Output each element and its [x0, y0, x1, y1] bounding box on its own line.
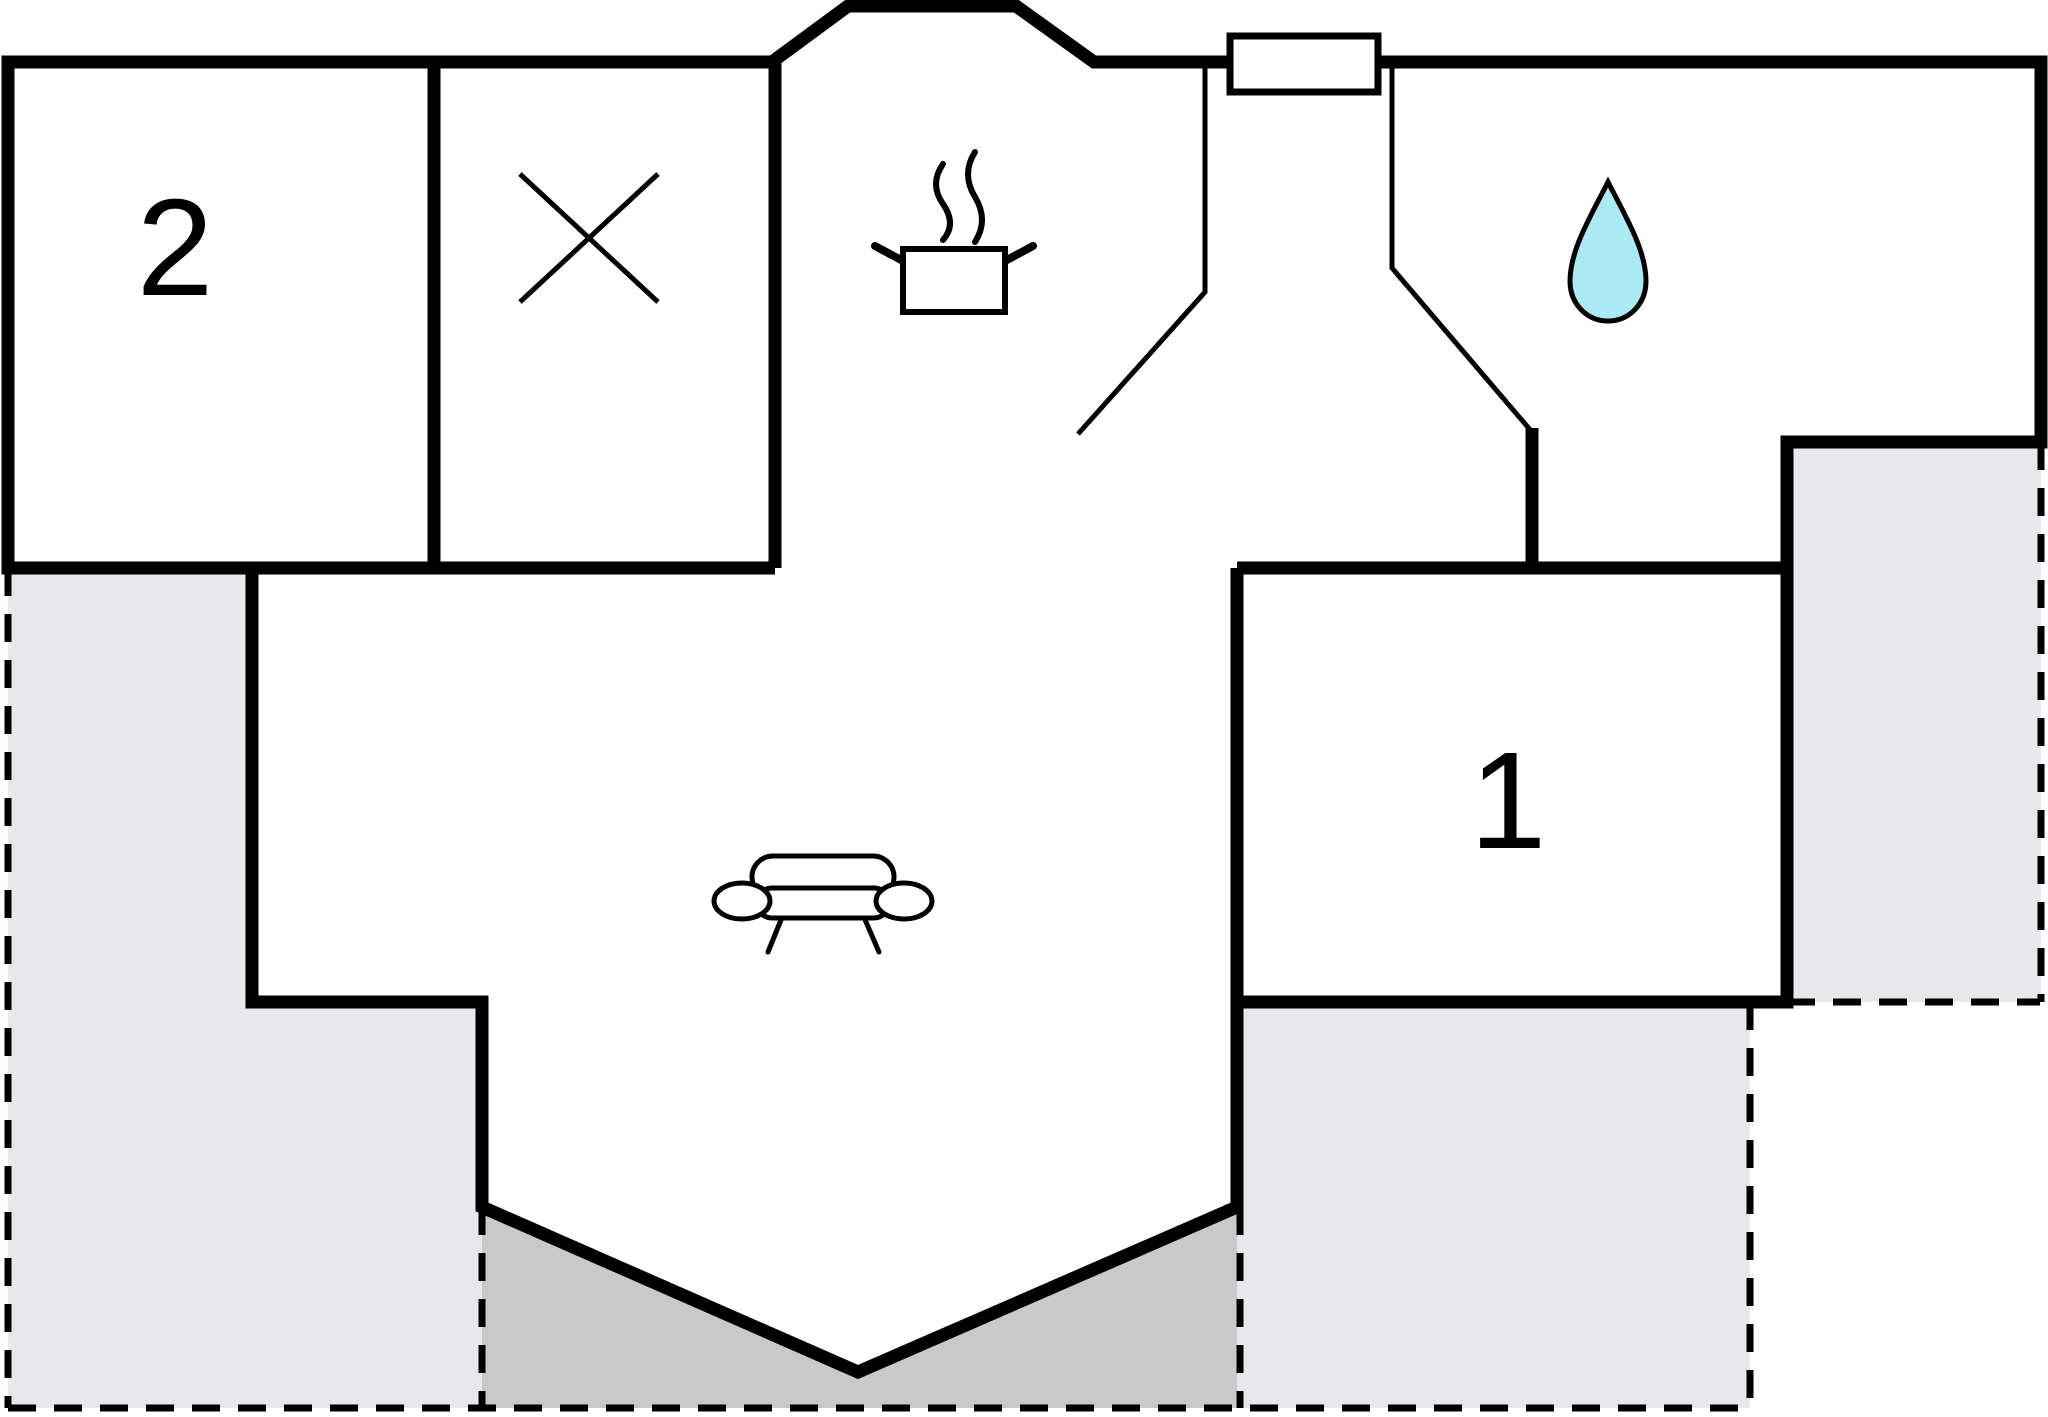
building-outline — [1, 0, 2048, 1380]
terrace-bottom-right — [1237, 1002, 1750, 1408]
interior-walls — [8, 62, 1787, 1002]
sofa-arm-right — [873, 880, 935, 922]
sofa-icon — [711, 853, 935, 955]
cooking-pot-icon — [871, 149, 1037, 315]
terrace-left — [8, 568, 482, 1408]
crossed-lines-icon — [518, 172, 660, 304]
sofa-legs — [765, 912, 882, 955]
room-label-bedroom-1: 1 — [1470, 724, 1547, 878]
steam-icon — [933, 149, 985, 245]
terrace-right — [1787, 442, 2041, 1002]
partition-walls-thin — [1076, 62, 1534, 436]
pot-handles — [871, 242, 1037, 265]
entrance-door-icon — [1226, 32, 1382, 96]
room-label-bedroom-2: 2 — [137, 171, 214, 325]
terrace-dashed-borders — [4, 442, 2045, 1412]
terrace-center-dark — [482, 1207, 1237, 1408]
terrace-areas — [8, 442, 2041, 1408]
sofa-arm-left — [711, 880, 773, 922]
pot-body — [900, 246, 1008, 315]
sofa-seat — [754, 885, 892, 921]
water-drop-icon — [1567, 176, 1649, 324]
